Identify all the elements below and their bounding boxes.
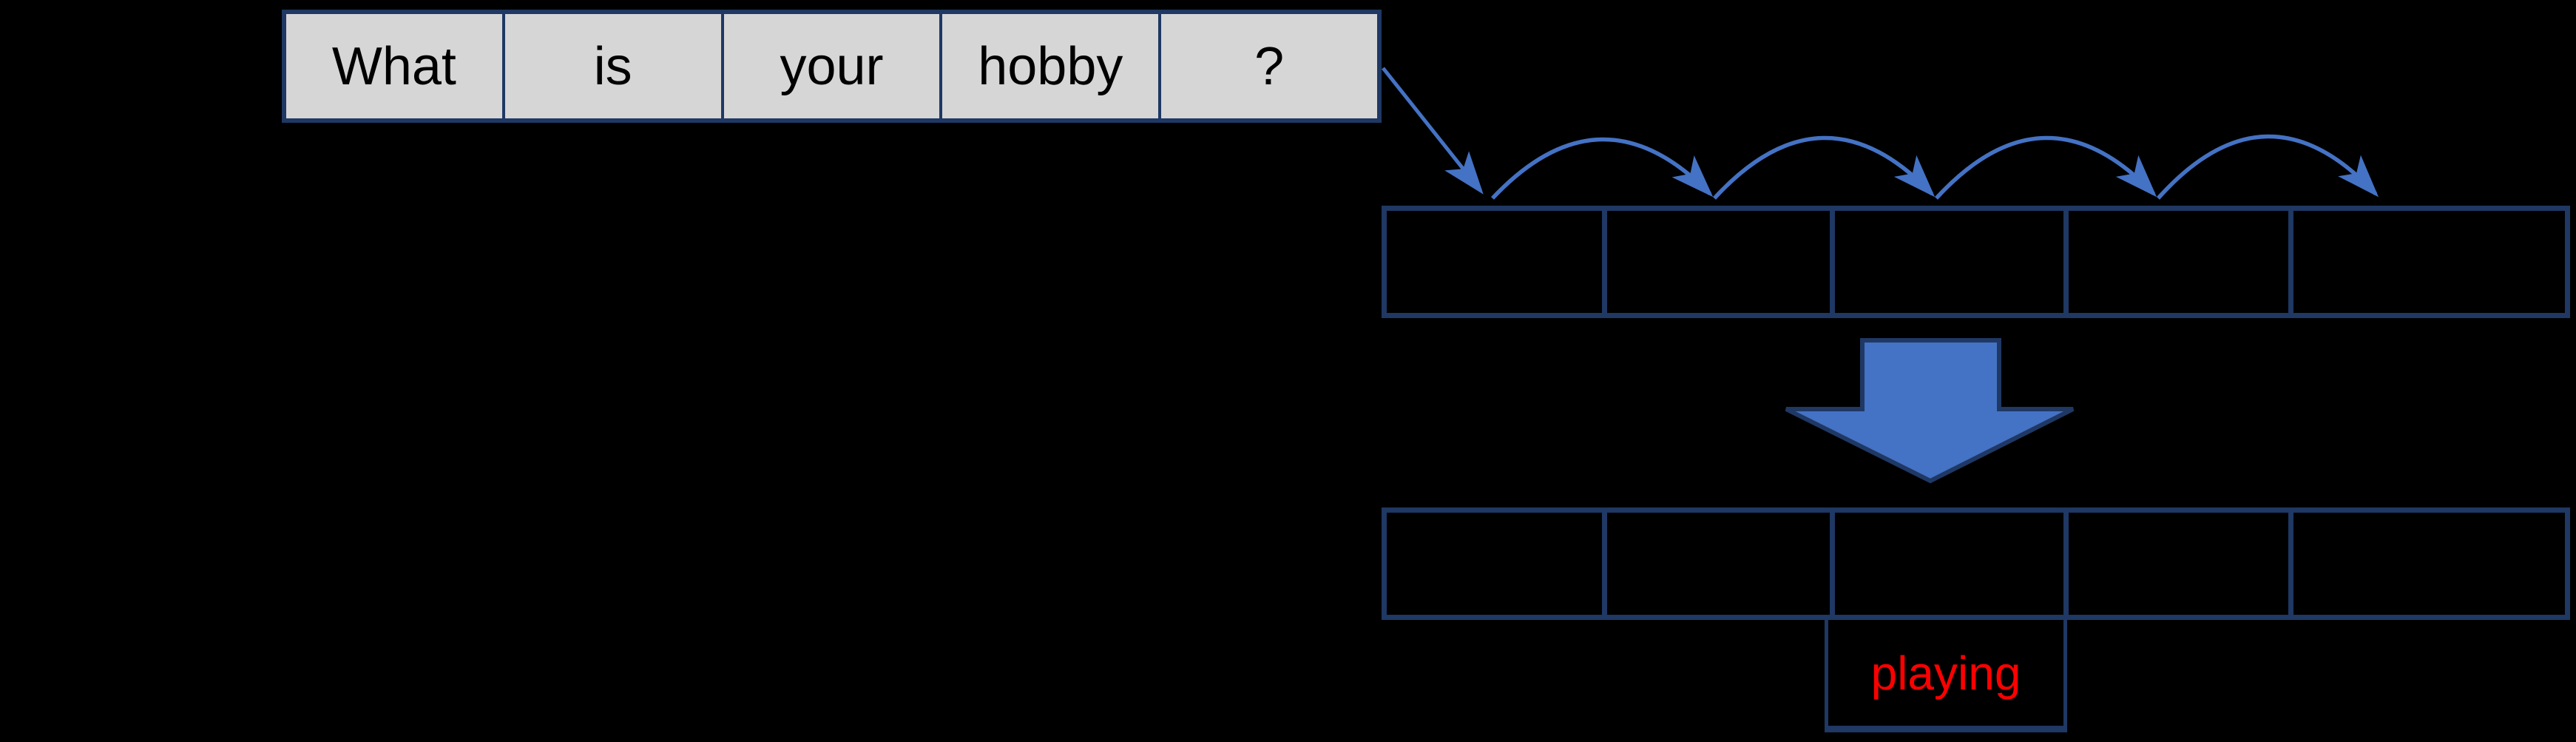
cell-divider	[1830, 211, 1835, 313]
cell-divider	[1602, 513, 1607, 615]
encoder-cells-row	[1382, 206, 2570, 318]
arc-hop-arrow-icon	[2156, 134, 2379, 200]
source-sentence-row: What is your hobby ?	[282, 10, 1382, 123]
block-down-arrow-icon	[1785, 338, 2075, 484]
cell-divider	[2063, 211, 2069, 313]
source-word-label: hobby	[978, 36, 1123, 96]
predicted-word-box: playing	[1825, 620, 2067, 732]
source-word-label: is	[593, 36, 632, 96]
cell-divider	[2288, 211, 2293, 313]
diagonal-arrow-icon	[1382, 67, 1484, 195]
arc-hop-arrow-icon	[1490, 137, 1714, 200]
arc-hop-arrow-icon	[1934, 135, 2157, 200]
predicted-word-label: playing	[1870, 646, 2021, 700]
output-cells-row	[1382, 507, 2570, 620]
source-word-cell: hobby	[942, 14, 1162, 118]
source-word-cell: your	[724, 14, 943, 118]
source-word-label: What	[331, 36, 456, 96]
cell-divider	[1830, 513, 1835, 615]
source-word-label: ?	[1254, 36, 1285, 96]
source-word-cell: is	[505, 14, 724, 118]
cell-divider	[1602, 211, 1607, 313]
source-word-label: your	[780, 36, 884, 96]
source-word-cell: ?	[1161, 14, 1377, 118]
cell-divider	[2063, 513, 2069, 615]
arc-hop-arrow-icon	[1712, 135, 1936, 200]
cell-divider	[2288, 513, 2293, 615]
source-word-cell: What	[286, 14, 505, 118]
